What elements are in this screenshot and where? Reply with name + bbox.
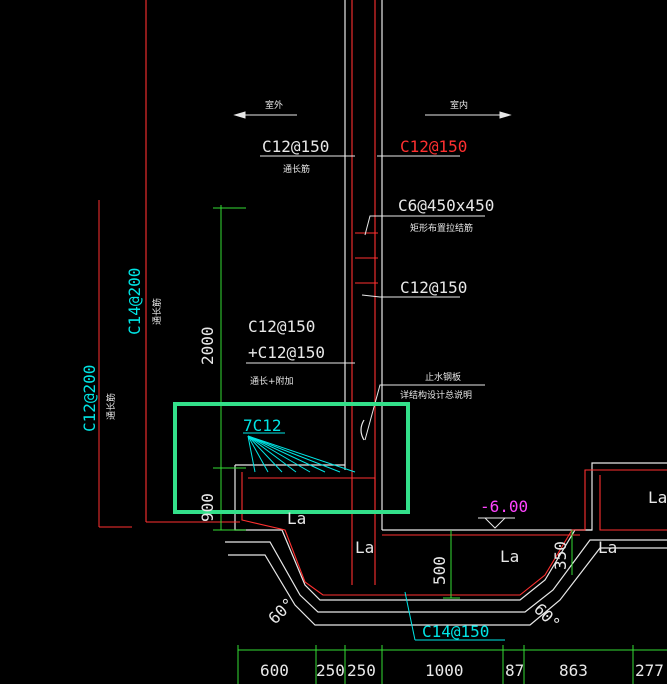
dim-2000: 2000 — [198, 326, 217, 365]
dim-350: 350 — [551, 541, 570, 570]
rebar-lines — [145, 0, 667, 596]
vertical-1-note: 通长筋 — [151, 298, 163, 325]
outer-rebar-note: 通长筋 — [283, 163, 310, 175]
dim-bottom-4: 87 — [505, 661, 524, 680]
tie-rebar-label: C6@450x450 — [398, 196, 494, 215]
bottom-bar-leaders — [243, 432, 505, 641]
waterstop-symbol — [360, 419, 365, 441]
added-rebar-2: +C12@150 — [248, 343, 325, 362]
highlight-box[interactable] — [173, 402, 410, 514]
bottom-bars-label: 7C12 — [243, 416, 282, 435]
dimension-lines — [213, 205, 667, 684]
vertical-rebar-markers — [98, 200, 132, 528]
inner-rebar-label: C12@150 — [400, 137, 467, 156]
wall-outline — [225, 0, 667, 626]
dim-bottom-3: 1000 — [425, 661, 464, 680]
inner-rebar-2-label: C12@150 — [400, 278, 467, 297]
outdoor-label: 室外 — [265, 99, 283, 111]
waterstop-note: 详结构设计总说明 — [400, 389, 472, 401]
vertical-2-note: 通长筋 — [105, 393, 117, 420]
angle-1: 60° — [264, 594, 298, 628]
added-rebar-1: C12@150 — [248, 317, 315, 336]
vertical-1-label: C14@200 — [125, 268, 144, 335]
dim-900: 900 — [198, 493, 217, 522]
leader-lines — [246, 155, 485, 441]
vertical-2-label: C12@200 — [80, 365, 99, 432]
la-label-5: La — [648, 488, 667, 507]
bottom-rebar-label: C14@150 — [422, 622, 489, 641]
la-label-4: La — [598, 538, 617, 557]
la-label-1: La — [287, 509, 306, 528]
dim-500: 500 — [430, 556, 449, 585]
la-label-3: La — [500, 547, 519, 566]
dim-bottom-5: 863 — [559, 661, 588, 680]
waterstop-label: 止水钢板 — [425, 371, 461, 383]
elevation-marker — [478, 517, 515, 529]
direction-arrows — [233, 111, 512, 119]
dim-bottom-1: 250 — [316, 661, 345, 680]
outer-rebar-label: C12@150 — [262, 137, 329, 156]
dim-bottom-6: 277 — [635, 661, 664, 680]
added-rebar-note: 通长+附加 — [250, 375, 294, 387]
dim-bottom-2: 250 — [347, 661, 376, 680]
dim-bottom-0: 600 — [260, 661, 289, 680]
indoor-label: 室内 — [450, 99, 468, 111]
elevation-label: -6.00 — [480, 497, 528, 516]
la-label-2: La — [355, 538, 374, 557]
tie-rebar-note: 矩形布置拉结筋 — [410, 222, 473, 234]
